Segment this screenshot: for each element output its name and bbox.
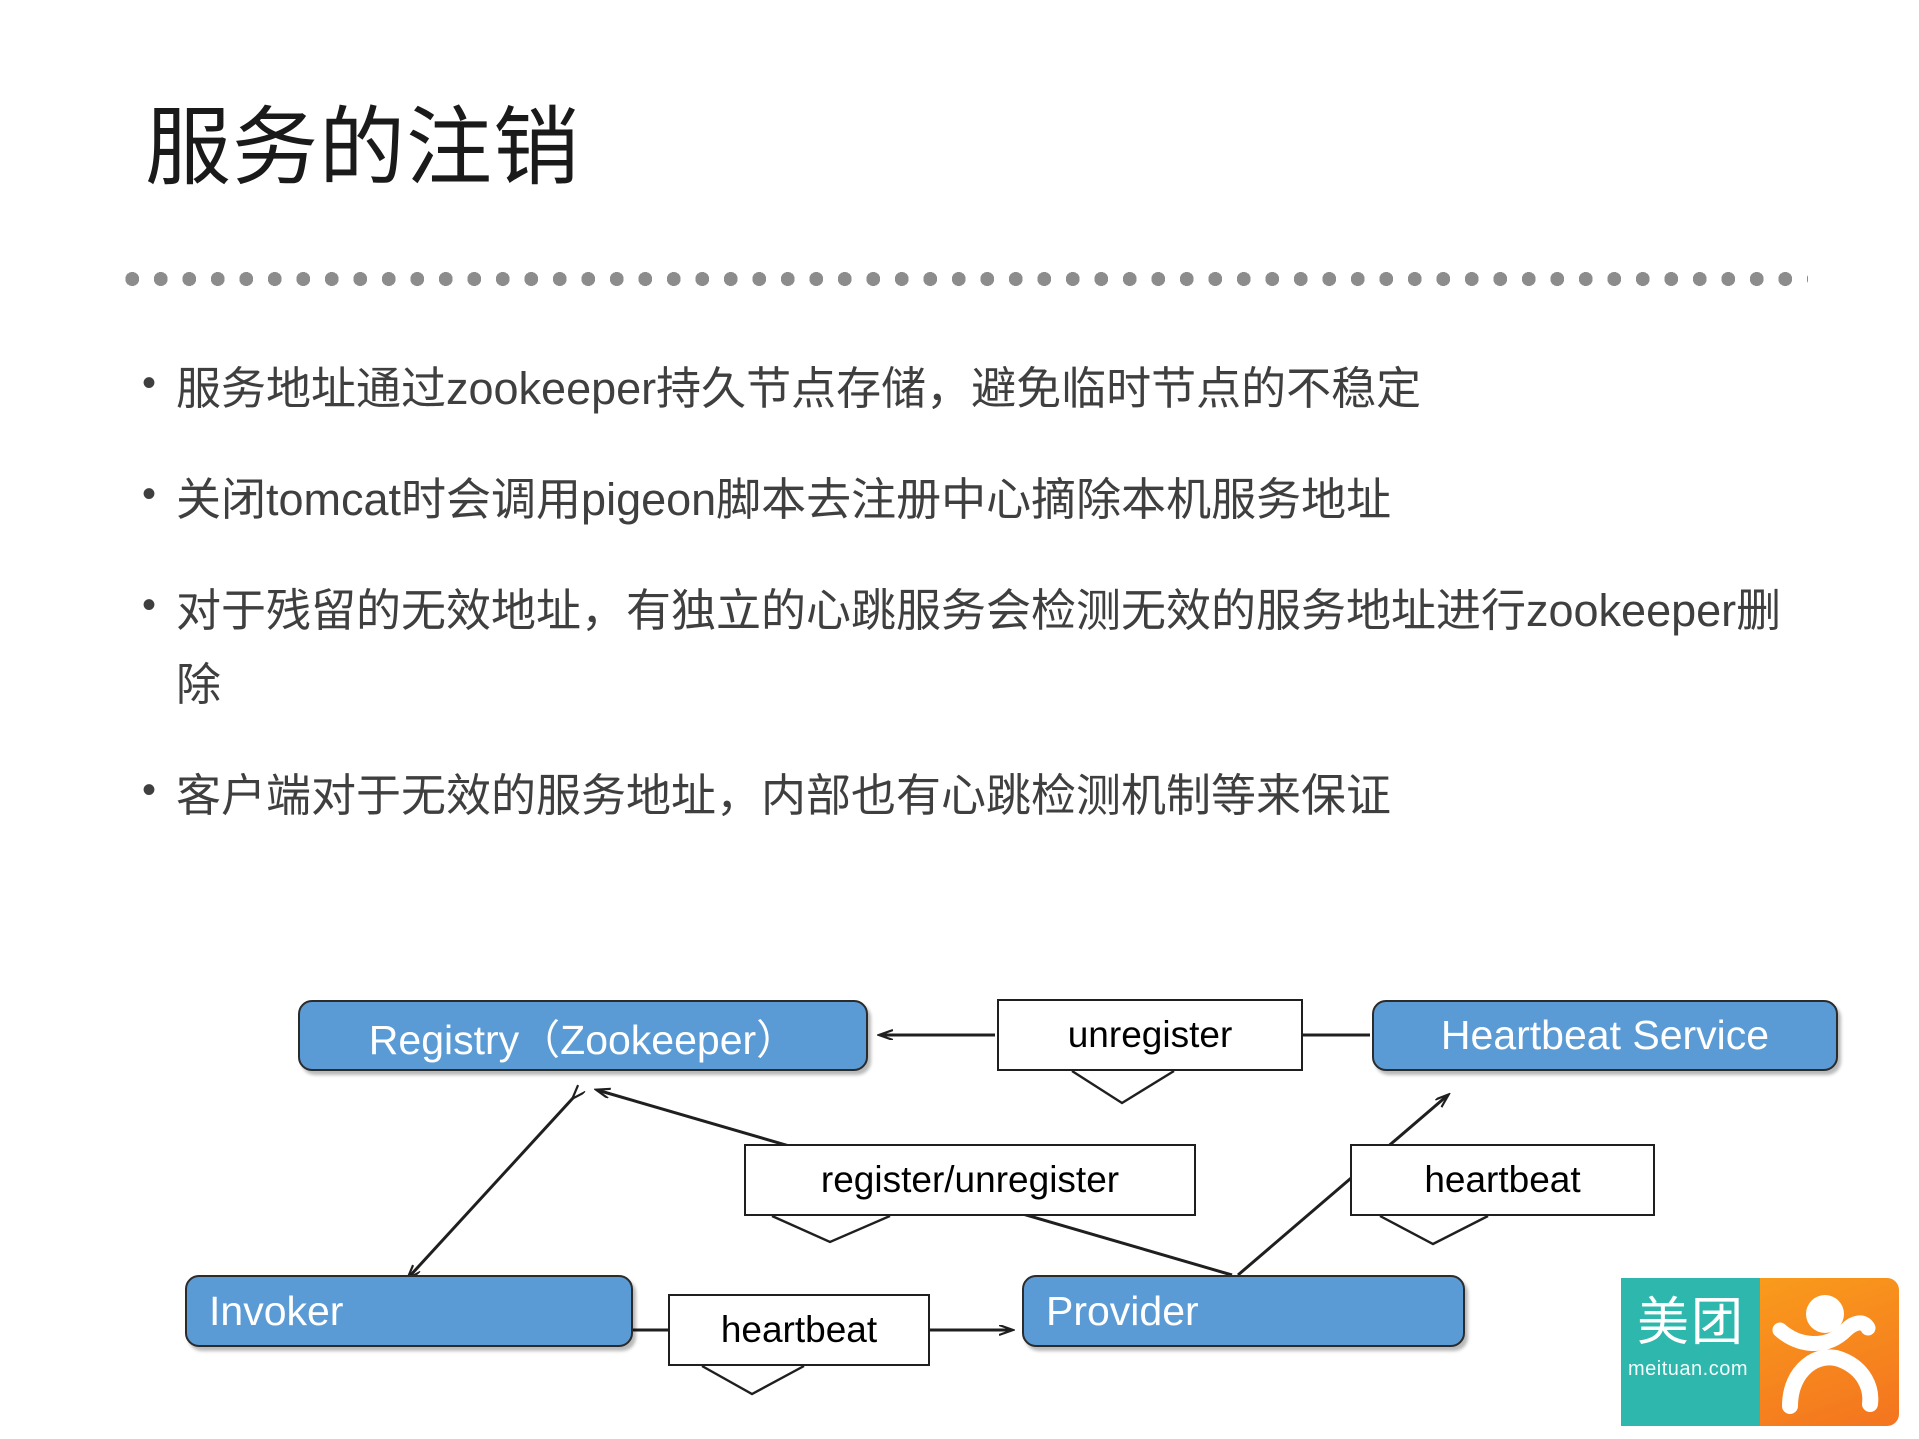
node-registry[interactable]: Registry（Zookeeper） — [298, 1000, 868, 1071]
node-heartbeat-service[interactable]: Heartbeat Service — [1372, 1000, 1838, 1071]
edge-label-unregister: unregister — [997, 999, 1303, 1071]
node-invoker-label: Invoker — [209, 1287, 344, 1334]
bullet-text: 服务地址通过zookeeper持久节点存储，避免临时节点的不稳定 — [176, 363, 1422, 414]
edge-label-register-unregister: register/unregister — [744, 1144, 1196, 1216]
node-heartbeat-service-label: Heartbeat Service — [1440, 1012, 1770, 1058]
architecture-diagram: Registry（Zookeeper） Heartbeat Service In… — [0, 930, 1919, 1396]
edge-label-register-unregister-text: register/unregister — [820, 1159, 1120, 1200]
logo-mascot-panel — [1760, 1278, 1899, 1426]
bullet-text: 对于残留的无效地址，有独立的心跳服务会检测无效的服务地址进行zookeeper删… — [176, 585, 1782, 710]
bullet-text: 关闭tomcat时会调用pigeon脚本去注册中心摘除本机服务地址 — [176, 474, 1392, 525]
list-item: • 服务地址通过zookeeper持久节点存储，避免临时节点的不稳定 — [142, 352, 1822, 426]
callout-tail-icon — [1379, 1214, 1489, 1246]
bullet-marker-icon: • — [142, 361, 157, 405]
list-item: • 客户端对于无效的服务地址，内部也有心跳检测机制等来保证 — [142, 759, 1822, 833]
title-divider — [118, 272, 1808, 286]
bullet-text: 客户端对于无效的服务地址，内部也有心跳检测机制等来保证 — [176, 770, 1392, 821]
meituan-logo: 美团 meituan.com — [1621, 1278, 1899, 1426]
node-provider-label: Provider — [1046, 1287, 1199, 1334]
callout-tail-icon — [771, 1214, 891, 1244]
list-item: • 关闭tomcat时会调用pigeon脚本去注册中心摘除本机服务地址 — [142, 463, 1822, 537]
callout-tail-icon — [701, 1364, 805, 1396]
bullet-marker-icon: • — [142, 768, 157, 812]
bullet-marker-icon: • — [142, 472, 157, 516]
page-title: 服务的注销 — [145, 100, 580, 196]
node-registry-label: Registry（Zookeeper） — [368, 1016, 798, 1063]
edge-label-heartbeat-invoker: heartbeat — [668, 1294, 930, 1366]
callout-tail-icon — [1071, 1069, 1175, 1105]
dianping-figure-icon — [1772, 1295, 1879, 1414]
edge-label-heartbeat-provider: heartbeat — [1350, 1144, 1655, 1216]
logo-brand-domain: meituan.com — [1628, 1358, 1748, 1380]
node-provider[interactable]: Provider — [1022, 1275, 1465, 1347]
logo-brand-panel: 美团 meituan.com — [1621, 1278, 1760, 1426]
bullet-marker-icon: • — [142, 583, 157, 627]
bullet-list: • 服务地址通过zookeeper持久节点存储，避免临时节点的不稳定 • 关闭t… — [142, 352, 1822, 870]
edge-label-heartbeat-provider-text: heartbeat — [1424, 1159, 1581, 1200]
node-invoker[interactable]: Invoker — [185, 1275, 633, 1347]
edge-label-heartbeat-invoker-text: heartbeat — [720, 1309, 878, 1350]
list-item: • 对于残留的无效地址，有独立的心跳服务会检测无效的服务地址进行zookeepe… — [142, 574, 1822, 722]
edge-label-unregister-text: unregister — [1067, 1014, 1233, 1055]
logo-brand-cn: 美团 — [1636, 1294, 1745, 1352]
